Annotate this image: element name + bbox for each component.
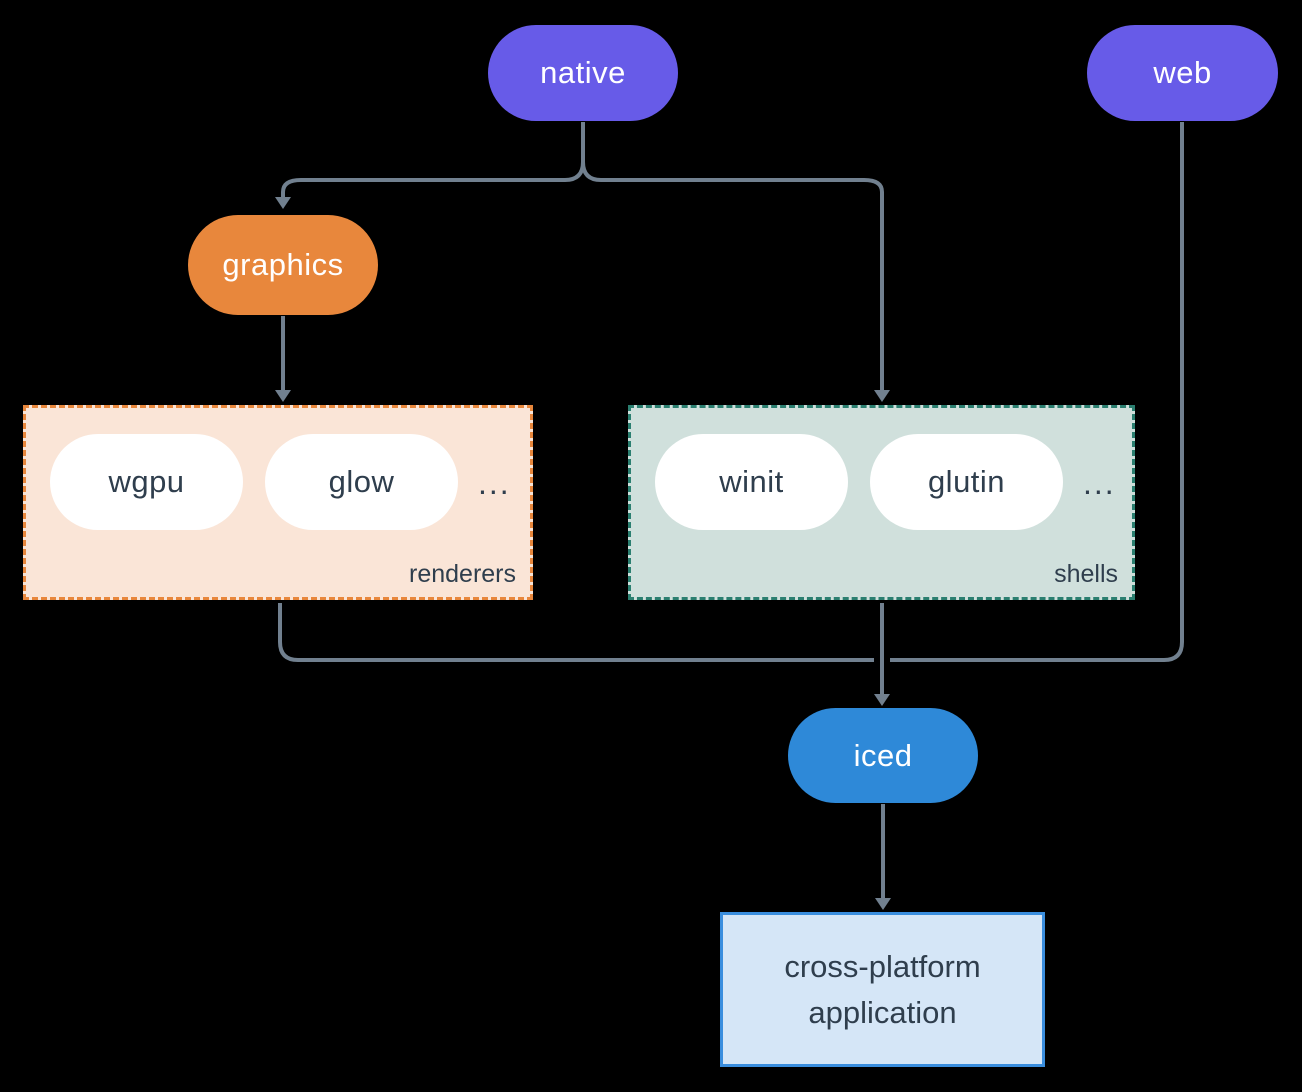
- shells-ellipsis: ...: [1083, 464, 1116, 501]
- node-iced: iced: [788, 708, 978, 803]
- node-cross-platform-application: cross-platform application: [720, 912, 1045, 1067]
- node-glow: glow: [265, 434, 458, 530]
- edge-renderers-merge: [278, 603, 874, 662]
- node-winit-label: winit: [719, 464, 784, 499]
- node-iced-label: iced: [853, 737, 913, 773]
- group-shells: winit glutin ... shells: [628, 405, 1135, 600]
- node-graphics: graphics: [188, 215, 378, 315]
- node-web: web: [1087, 25, 1278, 121]
- renderers-ellipsis: ...: [478, 464, 511, 501]
- node-native: native: [488, 25, 678, 121]
- edge-web-merge: [890, 122, 1184, 662]
- app-label: cross-platform application: [784, 948, 981, 1030]
- node-glutin-label: glutin: [927, 464, 1006, 499]
- node-glow-label: glow: [328, 464, 395, 499]
- edge-native-shells: [581, 122, 890, 402]
- node-web-label: web: [1153, 55, 1212, 90]
- edge-native-graphics: [275, 122, 585, 209]
- node-native-label: native: [540, 55, 626, 90]
- renderers-group-label: renderers: [409, 560, 516, 588]
- node-graphics-label: graphics: [222, 247, 344, 282]
- group-renderers: wgpu glow ... renderers: [23, 405, 533, 600]
- node-wgpu: wgpu: [50, 434, 243, 530]
- shells-group-label: shells: [1054, 560, 1118, 588]
- node-winit: winit: [655, 434, 848, 530]
- node-wgpu-label: wgpu: [108, 464, 185, 499]
- node-glutin: glutin: [870, 434, 1063, 530]
